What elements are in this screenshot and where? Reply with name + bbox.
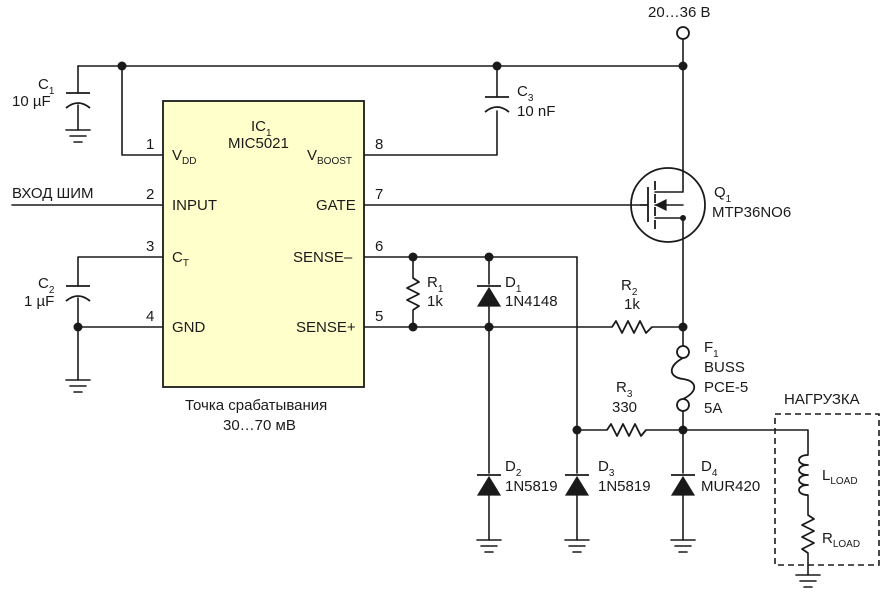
ic1: IC1 MIC5021 VDD INPUT CT GND SENSE+ SENS… — [146, 100, 383, 434]
load-title: НАГРУЗКА — [784, 391, 860, 408]
ic1-pin7-name: GATE — [316, 197, 356, 214]
r3: R3 330 — [606, 379, 647, 437]
supply-voltage-label: 20…36 В — [648, 4, 711, 21]
l-load-ref: LLOAD — [822, 467, 858, 487]
d4: D4 MUR420 — [670, 458, 760, 553]
d2-ground-icon — [476, 539, 502, 553]
d3-ref: D3 — [598, 458, 615, 479]
l-load: LLOAD — [798, 454, 858, 496]
d3-part: 1N5819 — [598, 478, 651, 495]
r3-value: 330 — [612, 399, 637, 416]
q1-part: MTP36NO6 — [712, 204, 791, 221]
supply-terminal — [676, 26, 690, 40]
ic1-pin4-name: GND — [172, 319, 206, 336]
ic1-pin8-number: 8 — [375, 136, 383, 153]
c2-ground-icon — [65, 379, 91, 393]
c3: C3 10 nF — [484, 83, 555, 120]
ic1-pin1-name: VDD — [172, 147, 196, 167]
ic1-pin6-name: SENSE– — [293, 249, 353, 266]
d2-ref: D2 — [505, 458, 522, 479]
load-box: НАГРУЗКА LLOAD RLOAD — [774, 391, 880, 588]
d1-part: 1N4148 — [505, 293, 558, 310]
c1-value: 10 µF — [12, 93, 51, 110]
ic1-ref: IC1 — [251, 118, 272, 139]
f1-line2: PCE-5 — [704, 379, 748, 396]
d4-part: MUR420 — [701, 478, 760, 495]
c2: C2 1 µF — [24, 275, 91, 393]
f1-line1: BUSS — [704, 359, 745, 376]
q1-ref: Q1 — [714, 184, 732, 205]
d4-ref: D4 — [701, 458, 718, 479]
r1-value: 1k — [427, 293, 443, 310]
ic1-pin2-name: INPUT — [172, 197, 217, 214]
pwm-input-label: ВХОД ШИМ — [12, 185, 94, 202]
r2: R2 1k — [611, 277, 653, 334]
junction-dots — [73, 61, 688, 435]
d1-ref: D1 — [505, 274, 522, 295]
r2-value: 1k — [624, 296, 640, 313]
r-load: RLOAD — [801, 514, 860, 554]
c3-ref: C3 — [517, 83, 534, 104]
ic1-body — [162, 100, 365, 388]
trip-point-note-line2: 30…70 мВ — [223, 417, 296, 434]
f1-ref: F1 — [704, 339, 719, 360]
c2-ref: C2 — [38, 275, 55, 296]
c1: C1 10 µF — [12, 76, 91, 143]
load-ground-icon — [795, 574, 821, 588]
c2-value: 1 µF — [24, 293, 54, 310]
ic1-pin7-number: 7 — [375, 186, 383, 203]
q1-mosfet: Q1 MTP36NO6 — [630, 167, 791, 243]
ic1-pin8-name: VBOOST — [307, 147, 352, 167]
wires — [11, 39, 809, 576]
r1-ref: R1 — [427, 274, 444, 295]
ic1-pin1-number: 1 — [146, 136, 154, 153]
r2-ref: R2 — [621, 277, 638, 298]
f1-fuse: F1 BUSS PCE-5 5A — [670, 339, 748, 417]
d1: D1 1N4148 — [476, 274, 558, 310]
ic1-pin6-number: 6 — [375, 238, 383, 255]
c3-value: 10 nF — [517, 103, 555, 120]
trip-point-note-line1: Точка срабатывания — [185, 397, 327, 414]
d3-ground-icon — [564, 539, 590, 553]
d2-part: 1N5819 — [505, 478, 558, 495]
f1-line3: 5A — [704, 400, 722, 417]
ic1-pin5-name: SENSE+ — [296, 319, 356, 336]
ic1-pin3-name: CT — [172, 249, 189, 269]
r1: R1 1k — [406, 274, 444, 311]
ic1-part: MIC5021 — [228, 135, 289, 152]
c1-ground-icon — [65, 129, 91, 143]
ic1-pin2-number: 2 — [146, 186, 154, 203]
ic1-pin4-number: 4 — [146, 308, 154, 325]
c1-ref: C1 — [38, 76, 55, 97]
ic1-pin5-number: 5 — [375, 308, 383, 325]
r3-ref: R3 — [616, 379, 633, 400]
d4-ground-icon — [670, 539, 696, 553]
d2: D2 1N5819 — [476, 458, 558, 553]
r-load-ref: RLOAD — [822, 530, 860, 550]
ic1-pin3-number: 3 — [146, 238, 154, 255]
d3: D3 1N5819 — [564, 458, 651, 553]
